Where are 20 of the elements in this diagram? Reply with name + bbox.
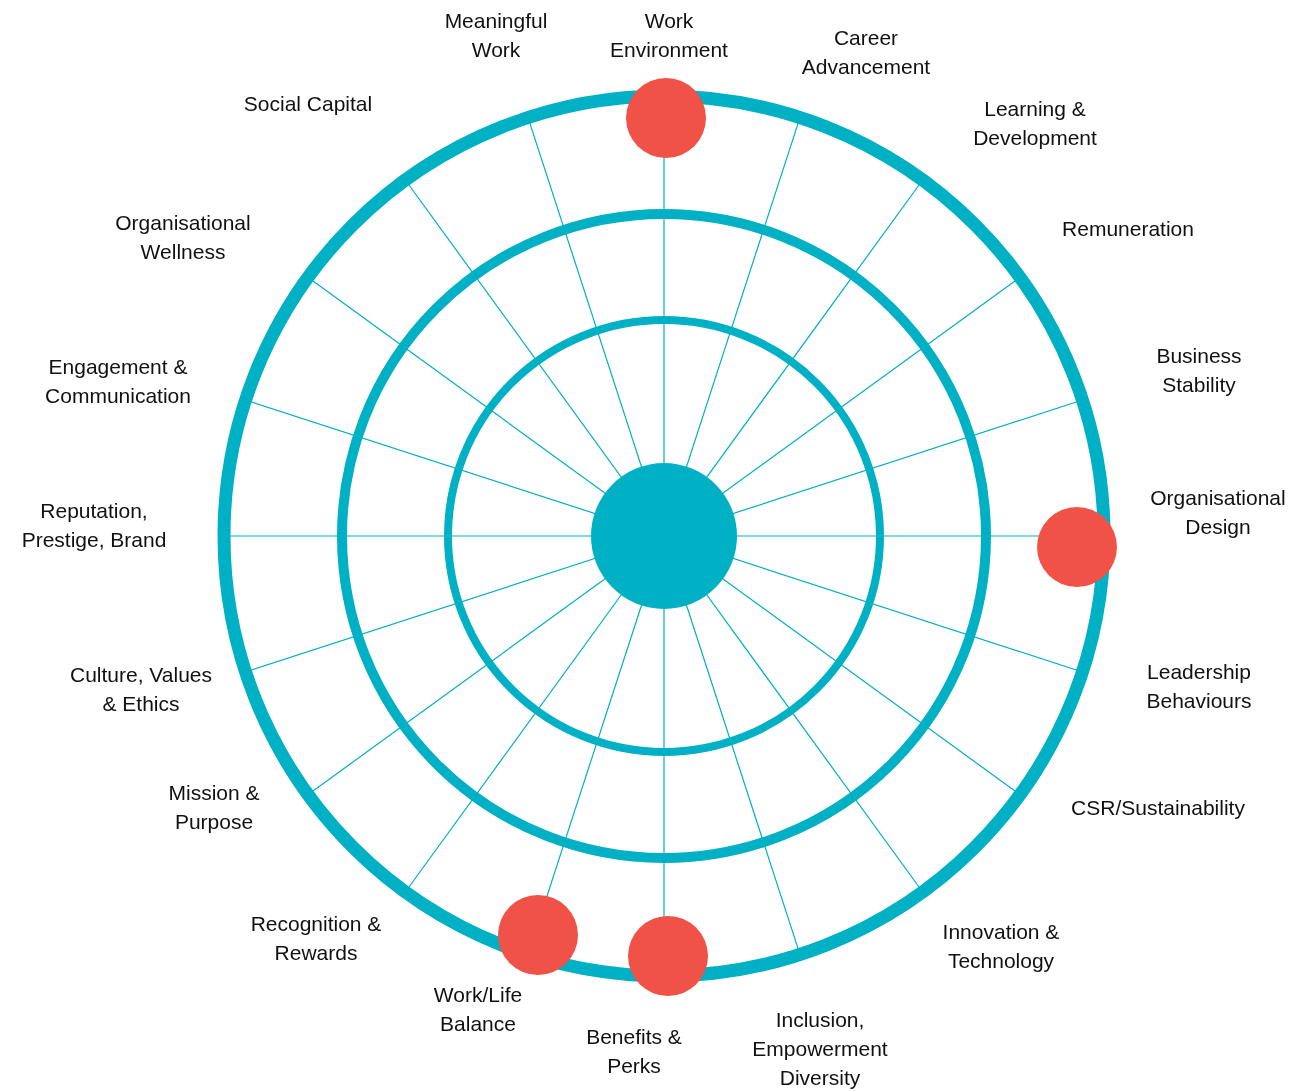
segment-label: Work/Life Balance [432,982,524,1037]
segment-label: Leadership Behaviours [1145,659,1253,714]
segment-label: Learning & Development [972,96,1098,151]
segment-label: CSR/Sustainability [1070,794,1246,821]
segment-label: Remuneration [1061,215,1195,242]
segment-label: Work Environment [609,8,729,63]
segment-label: Business Stability [1155,343,1243,398]
segment-label: Mission & Purpose [167,780,261,835]
segment-label: Inclusion, Empowerment Diversity [751,1006,889,1091]
segment-label: Career Advancement [800,25,932,80]
segment-label: Benefits & Perks [585,1024,683,1079]
segment-label: Meaningful Work [443,8,549,63]
segment-label: Organisational Wellness [114,210,252,265]
segment-label: Innovation & Technology [941,919,1061,974]
segment-label: Social Capital [242,90,374,117]
segment-label: Organisational Design [1149,485,1287,540]
segment-label: Reputation, Prestige, Brand [20,498,168,553]
segment-label: Culture, Values & Ethics [69,662,213,717]
segment-label: Recognition & Rewards [249,911,383,966]
segment-label: Engagement & Communication [44,354,192,409]
